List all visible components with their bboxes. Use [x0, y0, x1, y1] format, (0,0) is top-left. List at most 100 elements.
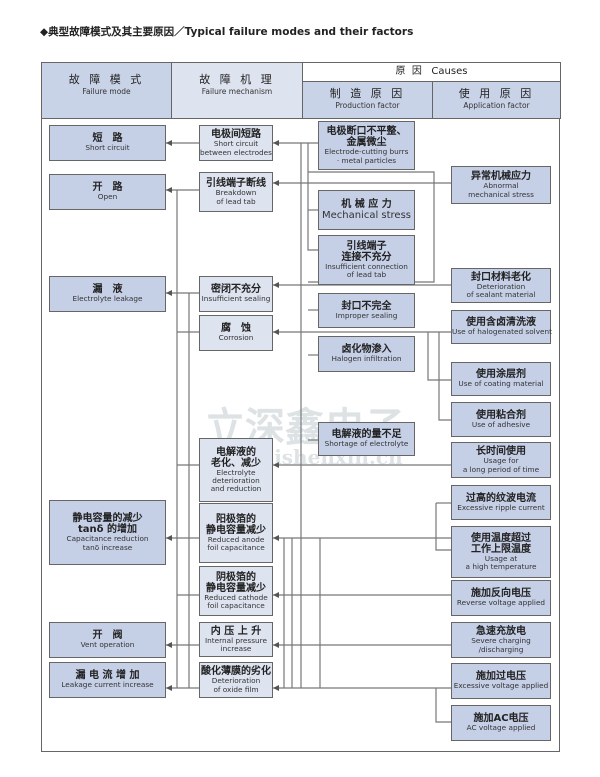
box-label-en: Reduced anode foil capacitance — [207, 534, 265, 552]
box-label-zh: 酸化薄膜的劣化 — [201, 666, 271, 678]
box-label-zh: 施加AC电压 — [473, 713, 529, 725]
box-label-en: Deterioration of oxide film — [211, 676, 261, 694]
box-label-en: Use of halogenated solvent — [452, 327, 552, 337]
box-label-en: Use of coating material — [458, 379, 544, 389]
header-en: Failure mechanism — [201, 87, 273, 96]
header-zh: 故 障 机 理 — [199, 73, 275, 86]
box-label-en: Shortage of electrolyte — [324, 439, 409, 449]
box-label-en: Breakdown of lead tab — [215, 188, 257, 206]
box-label-en: Halogen infiltration — [331, 354, 402, 364]
header-en: Production factor — [335, 101, 400, 110]
header-failure-mode: 故 障 模 式 Failure mode — [41, 62, 172, 119]
box-label-zh: 电极断口不平整、 金属微尘 — [326, 126, 407, 149]
box-label-zh: 急速充放电 — [476, 626, 526, 638]
box-label-zh: 长时间使用 — [476, 446, 526, 458]
box-label-en: Deterioration of sealant material — [466, 281, 536, 299]
page-title: ◆典型故障模式及其主要原因／Typical failure modes and … — [40, 26, 414, 38]
box-label-zh: 密闭不充分 — [211, 284, 261, 296]
box-label-zh: 阴极箔的 静电容量减少 — [206, 571, 266, 594]
connector-line — [307, 143, 318, 251]
box-label-zh: 内 压 上 升 — [210, 625, 262, 637]
box-label-en: Insufficient sealing — [201, 294, 271, 304]
connector-line — [438, 332, 451, 421]
box-label-en: Excessive voltage applied — [453, 681, 549, 691]
box-label-en: AC voltage applied — [466, 723, 536, 733]
connector-line — [427, 332, 451, 381]
box-label-zh: 施加过电压 — [476, 671, 526, 683]
box-label-zh: 使用温度超过 工作上限温度 — [471, 532, 531, 555]
box-label-zh: 漏 电 流 增 加 — [75, 670, 140, 682]
box-label-en: Reverse voltage applied — [456, 598, 546, 608]
box-label-en: Electrode-cutting burrs · metal particle… — [324, 147, 409, 165]
box-label-zh: 引线端子 连接不充分 — [341, 240, 392, 263]
box-label-zh: 短 路 — [92, 133, 123, 145]
connector-line — [435, 688, 451, 723]
header-zh: 使 用 原 因 — [458, 87, 535, 100]
header-zh: 故 障 模 式 — [68, 73, 145, 86]
header-en: Failure mode — [82, 87, 131, 96]
box-label-en: Abnormal mechanical stress — [468, 181, 534, 199]
box-label-zh: 电解液的量不足 — [331, 429, 402, 441]
box-label-zh: 卤化物渗入 — [341, 344, 392, 356]
box-label-en: Short circuit between electrodes — [200, 139, 272, 157]
box-label-en: Electrolyte leakage — [72, 294, 143, 304]
box-label-en: Excessive ripple current — [457, 502, 545, 512]
box-label-en: Open — [97, 192, 118, 202]
box-label-en: Electrolyte deterioration and reduction — [210, 467, 262, 493]
box-label-zh: 使用涂层剂 — [476, 369, 526, 381]
box-label-zh: 静电容量的减少 tanδ 的增加 — [72, 513, 143, 536]
box-label-en: Leakage current increase — [61, 680, 154, 690]
box-label-en: Internal pressure increase — [205, 635, 267, 653]
box-label-zh: 引线端子断线 — [206, 178, 266, 190]
box-label-zh: 腐 蚀 — [221, 323, 251, 335]
box-label-zh: 使用含卤清洗液 — [466, 317, 536, 329]
box-label-zh: 过高的纹波电流 — [466, 492, 536, 504]
box-label-zh: 封口材料老化 — [471, 271, 531, 283]
box-label-zh: 电极间短路 — [211, 129, 261, 141]
box-label-en: Capacitance reduction tanδ increase — [66, 534, 149, 552]
connector-line — [435, 503, 451, 551]
box-label-zh: 施加反向电压 — [471, 588, 531, 600]
header-application-factor: 使 用 原 因 Application factor — [432, 81, 561, 119]
box-label-en: Reduced cathode foil capacitance — [204, 592, 268, 610]
box-label-en: Vent operation — [80, 640, 135, 650]
header-en: Application factor — [463, 101, 530, 110]
box-label-en: Use of adhesive — [471, 419, 531, 429]
box-label-zh: 电解液的 老化、减少 — [211, 446, 261, 469]
header-production-factor: 制 造 原 因 Production factor — [302, 81, 433, 119]
box-label-en: Mechanical stress — [321, 210, 412, 221]
box-label-zh: 机 械 应 力 — [341, 199, 392, 210]
header-zh: 制 造 原 因 — [329, 87, 406, 100]
